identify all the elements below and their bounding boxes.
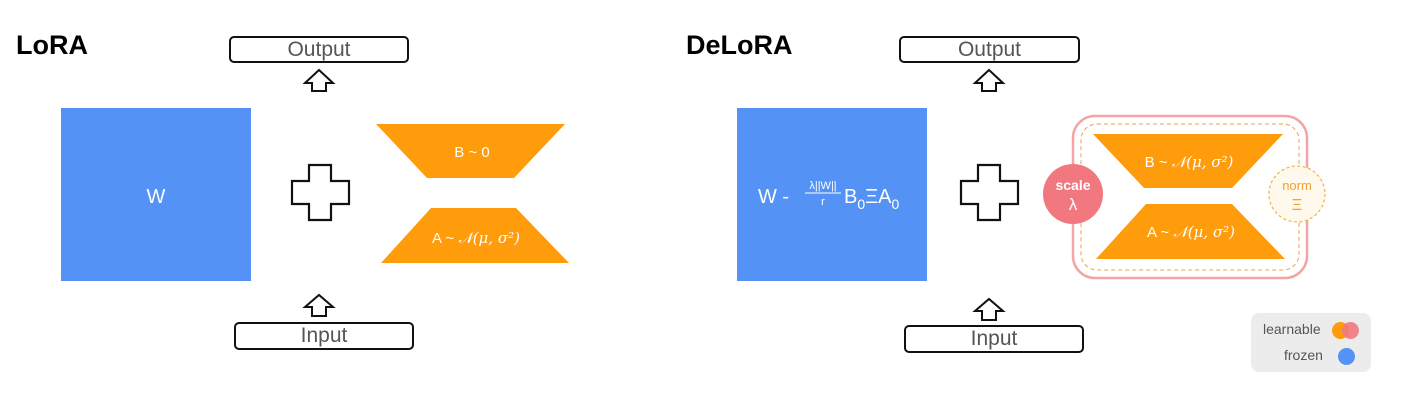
delora-frozen-weight-block: [737, 108, 927, 281]
delora-input-arrow-icon: [972, 297, 1006, 321]
delora-b0-subscript: 0: [857, 196, 865, 212]
delora-b0-letter: B: [844, 186, 857, 208]
lora-b-label: B ~ 0: [454, 144, 489, 161]
delora-frozen-formula: B0ΞA0: [844, 186, 899, 212]
delora-fraction-denominator: r: [821, 196, 825, 208]
lora-plus-icon: [290, 163, 351, 222]
delora-input-box: Input: [904, 325, 1084, 353]
lora-input-arrow-icon: [302, 293, 336, 317]
legend-frozen-label: frozen: [1284, 347, 1323, 363]
lora-output-label: Output: [287, 37, 351, 61]
delora-b-matrix-block: [1093, 134, 1283, 188]
delora-w-prefix: W -: [758, 186, 795, 208]
delora-xi-symbol: Ξ: [865, 186, 878, 208]
delora-scale-symbol: λ: [1069, 195, 1078, 214]
lora-a-label-math: 𝒩(μ, σ²): [458, 229, 520, 247]
lora-a-label: A ~ 𝒩(μ, σ²): [432, 229, 520, 247]
lora-output-arrow-icon: [302, 68, 336, 92]
delora-output-box: Output: [899, 36, 1080, 63]
delora-a0-letter: A: [878, 186, 892, 208]
delora-a-label-prefix: A ~: [1147, 224, 1173, 241]
delora-b-label-math: 𝒩(μ, σ²): [1172, 153, 1234, 171]
delora-scale-circle: [1043, 164, 1103, 224]
lora-output-box: Output: [229, 36, 409, 63]
lora-title: LoRA: [16, 30, 88, 60]
lora-input-box: Input: [234, 322, 414, 350]
lora-a-matrix-block: [381, 208, 569, 263]
lora-frozen-weight-block: [61, 108, 251, 281]
delora-norm-symbol: Ξ: [1292, 197, 1302, 214]
delora-norm-label: norm: [1282, 178, 1312, 193]
legend-frozen-dot: [1338, 348, 1355, 365]
legend-learnable-pink-dot: [1342, 322, 1359, 339]
delora-b-label: B ~ 𝒩(μ, σ²): [1145, 153, 1234, 171]
delora-fraction-numerator: λ||W||: [809, 180, 836, 192]
delora-b-label-prefix: B ~: [1145, 154, 1172, 171]
delora-scale-label: scale: [1055, 177, 1090, 193]
delora-output-label: Output: [957, 37, 1022, 61]
delora-a-label: A ~ 𝒩(μ, σ²): [1147, 223, 1235, 241]
delora-a0-subscript: 0: [891, 196, 899, 212]
delora-norm-circle: [1268, 165, 1326, 223]
delora-a-matrix-block: [1096, 204, 1285, 259]
legend-learnable-label: learnable: [1263, 321, 1321, 337]
lora-a-label-prefix: A ~: [432, 230, 458, 247]
lora-frozen-weight-label: W: [147, 186, 166, 208]
lora-b-matrix-block: [376, 124, 565, 178]
lora-input-label: Input: [300, 324, 348, 347]
legend: learnable frozen: [1251, 313, 1371, 372]
delora-title: DeLoRA: [686, 30, 793, 60]
delora-plus-icon: [959, 163, 1020, 222]
delora-a-label-math: 𝒩(μ, σ²): [1173, 223, 1235, 241]
delora-input-label: Input: [970, 327, 1018, 350]
delora-output-arrow-icon: [972, 68, 1006, 92]
